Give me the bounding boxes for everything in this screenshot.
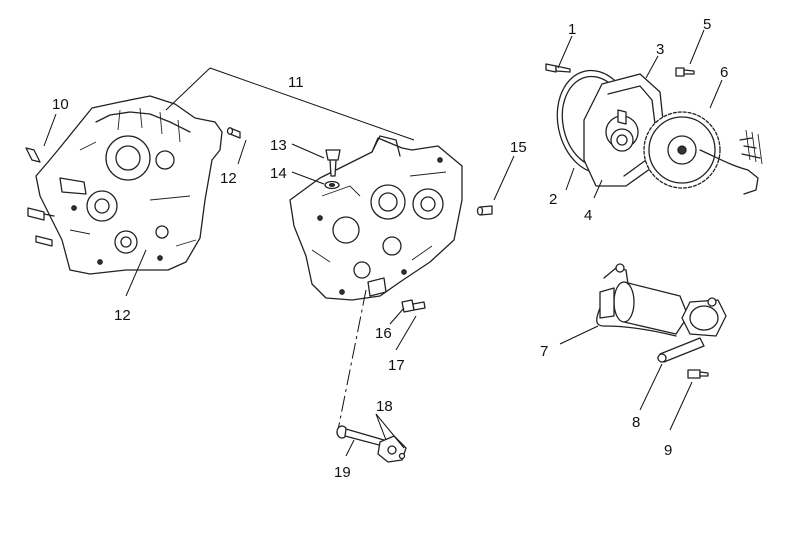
callout-6: 6 [720,64,728,81]
lever-8 [657,337,705,363]
callout-16: 16 [375,325,392,342]
callout-3: 3 [656,41,664,58]
callout-labels: 1 2 3 4 5 6 7 8 9 10 11 12 12 13 14 15 1… [52,16,728,481]
callout-4: 4 [584,207,592,224]
callout-7: 7 [540,343,548,360]
flywheel-6 [643,111,763,195]
callout-12-upper: 12 [220,170,237,187]
callout-15: 15 [510,139,527,156]
callout-10: 10 [52,96,69,113]
callout-1: 1 [568,21,576,38]
stator-4 [610,128,634,152]
left-crankcase-half [25,95,223,275]
bolt-16 [401,299,426,313]
callout-17: 17 [388,357,405,374]
bolt-13 [325,149,341,177]
right-crankcase-half [289,135,463,301]
leader-lines [43,29,723,457]
callout-5: 5 [703,16,711,33]
callout-2: 2 [549,191,557,208]
callout-18: 18 [376,398,393,415]
alignment-line [337,289,367,431]
starter-bracket [681,297,727,337]
callout-19: 19 [334,464,351,481]
callout-13: 13 [270,137,287,154]
callout-9: 9 [664,442,672,459]
cable-7 [596,307,677,337]
callout-11: 11 [288,74,304,91]
starter-motor [599,263,689,335]
bolt-5 [675,67,695,77]
callout-12-lower: 12 [114,307,131,324]
dowel-pin-15 [476,205,493,216]
bolt-9 [687,369,709,379]
callout-8: 8 [632,414,640,431]
dowel-pin-upper [226,127,241,139]
bolt-1 [545,63,571,73]
long-bolt-19 [336,425,385,447]
callout-14: 14 [270,165,287,182]
washer-14 [324,180,340,190]
